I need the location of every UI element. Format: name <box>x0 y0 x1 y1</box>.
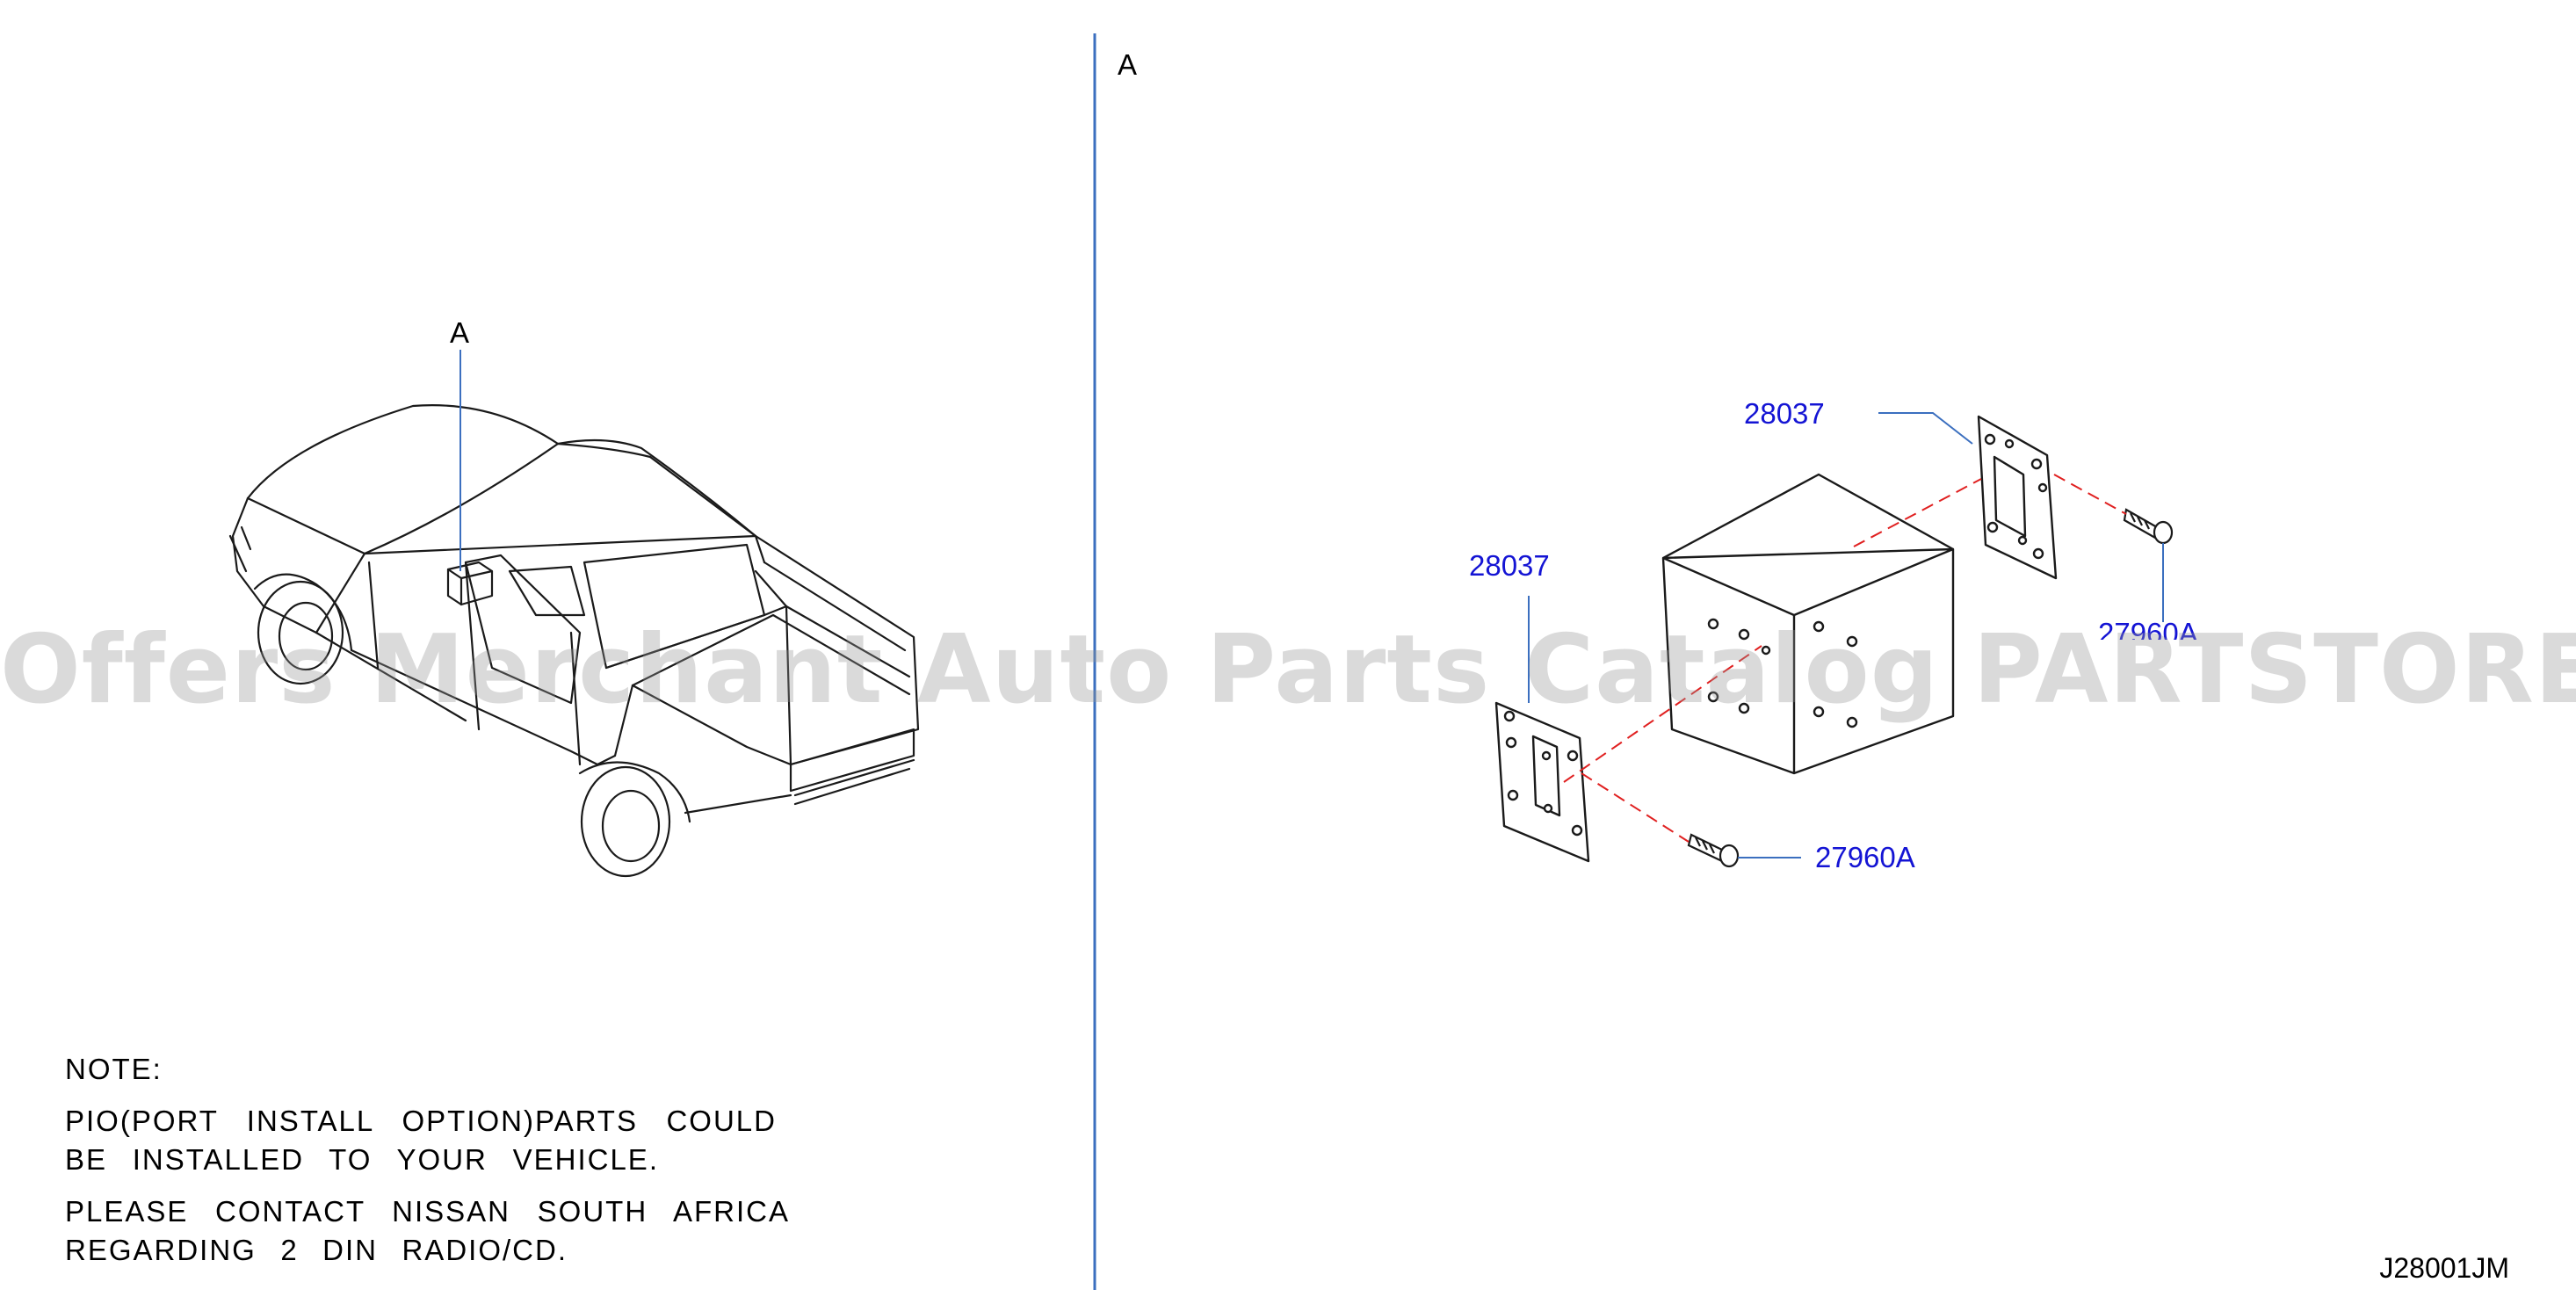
mounting-bracket-upper <box>1977 415 2058 580</box>
mounting-bracket-lower <box>1494 701 1590 863</box>
note-para2-line1: PLEASE CONTACT NISSAN SOUTH AFRICA <box>65 1195 790 1228</box>
alignment-dashes <box>1563 474 2127 843</box>
pickup-truck-illustration <box>228 404 920 878</box>
callout-part-28037-top[interactable]: 28037 <box>1744 397 1825 430</box>
callout-part-27960a-top[interactable]: 27960A <box>2098 617 2198 640</box>
note-para1-line2: BE INSTALLED TO YOUR VEHICLE. <box>65 1143 659 1176</box>
view-label-a-left: A <box>450 316 470 349</box>
note-para1-line1: PIO(PORT INSTALL OPTION)PARTS COULD <box>65 1105 777 1137</box>
note-block: NOTE: PIO(PORT INSTALL OPTION)PARTS COUL… <box>65 1050 790 1283</box>
note-heading: NOTE: <box>65 1053 163 1085</box>
callout-part-27960a-bottom[interactable]: 27960A <box>1815 841 1915 873</box>
callout-part-28037-left[interactable]: 28037 <box>1469 549 1550 582</box>
radio-unit-box <box>1661 473 1955 775</box>
view-label-a-right: A <box>1118 48 1138 81</box>
screw-upper <box>2123 508 2174 545</box>
callout-leaders <box>1528 412 2164 858</box>
diagram-code: J28001JM <box>2379 1252 2509 1284</box>
note-para2-line2: REGARDING 2 DIN RADIO/CD. <box>65 1234 568 1266</box>
screw-lower <box>1687 833 1740 868</box>
